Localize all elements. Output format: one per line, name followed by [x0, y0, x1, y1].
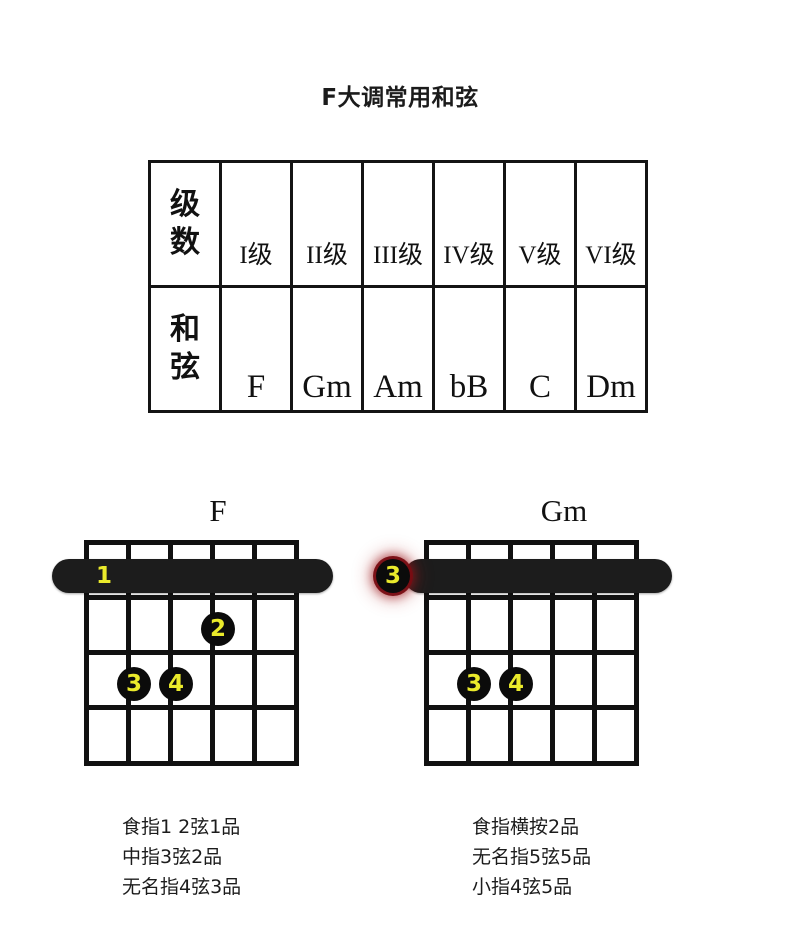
fret-line-3	[424, 705, 639, 710]
chord-degree-table: 级 数 I级 II级 III级 IV级 V级 VI级 和 弦 F	[148, 160, 648, 413]
row-header-chords-char-1: 和	[170, 311, 200, 347]
chord-cell-3: Am	[361, 285, 435, 413]
finger-dot-4: 4	[159, 667, 193, 701]
chord-diagram-gm-title: Gm	[540, 493, 588, 528]
fret-line-2	[424, 650, 639, 655]
chord-cell-5: C	[503, 285, 577, 413]
row-header-chords: 和 弦	[148, 285, 222, 413]
row-header-chords-char-2: 弦	[170, 350, 200, 385]
chord-diagram-gm-fretboard-wrap: 3 3 4	[376, 532, 735, 782]
position-marker-3: 3	[376, 559, 410, 593]
fret-line-4	[424, 761, 639, 766]
degree-cell-1: I级	[219, 160, 293, 288]
finger-dot-3: 3	[117, 667, 151, 701]
instruction-line: 中指3弦2品	[122, 846, 223, 868]
chord-diagram-gm: Gm 3 3 4	[376, 490, 735, 782]
chord-diagram-f: F 1 2 3 4	[52, 490, 390, 782]
chord-cell-4: bB	[432, 285, 506, 413]
instruction-line: 食指横按2品	[472, 816, 580, 838]
instructions-f: 食指1 2弦1品 中指3弦2品 无名指4弦3品	[122, 812, 241, 902]
finger-dot-4: 4	[499, 667, 533, 701]
chord-cell-1: F	[219, 285, 293, 413]
degree-cell-6: VI级	[574, 160, 648, 288]
chord-diagram-gm-fretboard	[424, 540, 639, 766]
chord-diagram-f-fretboard-wrap: 1 2 3 4	[52, 532, 390, 782]
page-title: F大调常用和弦	[321, 85, 479, 111]
finger-dot-2: 2	[201, 612, 235, 646]
degree-cell-4: IV级	[432, 160, 506, 288]
fret-line-3	[84, 705, 299, 710]
table: 级 数 I级 II级 III级 IV级 V级 VI级 和 弦 F	[148, 160, 648, 413]
degree-cell-3: III级	[361, 160, 435, 288]
table-row-degrees: 级 数 I级 II级 III级 IV级 V级 VI级	[148, 160, 648, 288]
chord-cell-6: Dm	[574, 285, 648, 413]
fret-line-4	[84, 761, 299, 766]
instruction-line: 小指4弦5品	[472, 876, 573, 898]
table-row-chords: 和 弦 F Gm Am bB C Dm	[148, 285, 648, 413]
row-header-degrees: 级 数	[148, 160, 222, 288]
fret-line-1	[424, 595, 639, 600]
finger-dot-3: 3	[457, 667, 491, 701]
row-header-degrees-char-2: 数	[170, 225, 200, 260]
chord-diagram-f-fretboard	[84, 540, 299, 766]
chord-diagram-f-title: F	[209, 493, 227, 528]
instruction-line: 无名指5弦5品	[472, 846, 592, 868]
fret-line-2	[84, 650, 299, 655]
nut-line	[424, 540, 639, 545]
instruction-line: 食指1 2弦1品	[122, 816, 241, 838]
fret-line-1	[84, 595, 299, 600]
barre-bar	[52, 559, 333, 593]
nut-line	[84, 540, 299, 545]
degree-cell-5: V级	[503, 160, 577, 288]
barre-bar	[404, 559, 672, 593]
degree-cell-2: II级	[290, 160, 364, 288]
chord-cell-2: Gm	[290, 285, 364, 413]
instruction-line: 无名指4弦3品	[122, 876, 242, 898]
barre-finger-1: 1	[95, 563, 112, 589]
instructions-gm: 食指横按2品 无名指5弦5品 小指4弦5品	[472, 812, 591, 902]
row-header-degrees-char-1: 级	[170, 186, 200, 222]
